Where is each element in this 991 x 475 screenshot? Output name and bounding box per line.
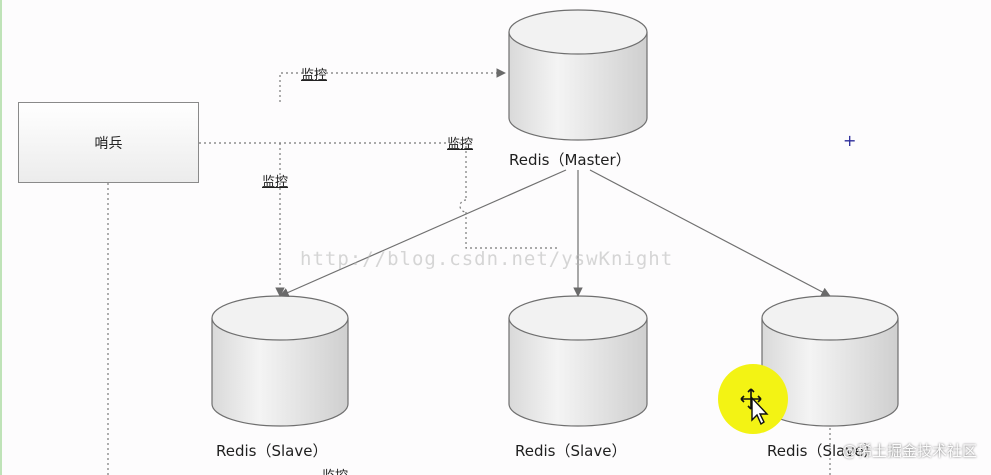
replication-arrow-1 <box>279 169 567 297</box>
blog-watermark: http://blog.csdn.net/yswKnight <box>300 248 674 270</box>
left-border <box>0 0 2 475</box>
master-label: Redis（Master） <box>509 151 631 169</box>
monitor-label-master: 监控 <box>301 68 328 83</box>
master-cylinder <box>508 9 648 141</box>
monitor-connectors <box>107 68 831 475</box>
move-cursor-icon <box>740 388 769 426</box>
sentinel-node: 哨兵 <box>18 102 199 183</box>
site-watermark: @稀土掘金技术社区 <box>841 442 977 460</box>
slave-label-2: Redis（Slave） <box>515 442 627 460</box>
slave-cylinder-2 <box>508 295 648 427</box>
monitor-label-bottom: 监控 <box>322 465 348 475</box>
sentinel-label: 哨兵 <box>94 135 123 152</box>
monitor-label-slave: 监控 <box>262 175 289 190</box>
slave-cylinder-1 <box>211 295 349 427</box>
slave-label-1: Redis（Slave） <box>216 442 328 460</box>
plus-marker: + <box>843 131 857 150</box>
slave-cylinder-3 <box>761 295 899 427</box>
monitor-label-right: 监控 <box>447 137 474 152</box>
slave-label-3: Redis（Slave） <box>767 442 879 460</box>
replication-arrow-3 <box>589 169 831 297</box>
